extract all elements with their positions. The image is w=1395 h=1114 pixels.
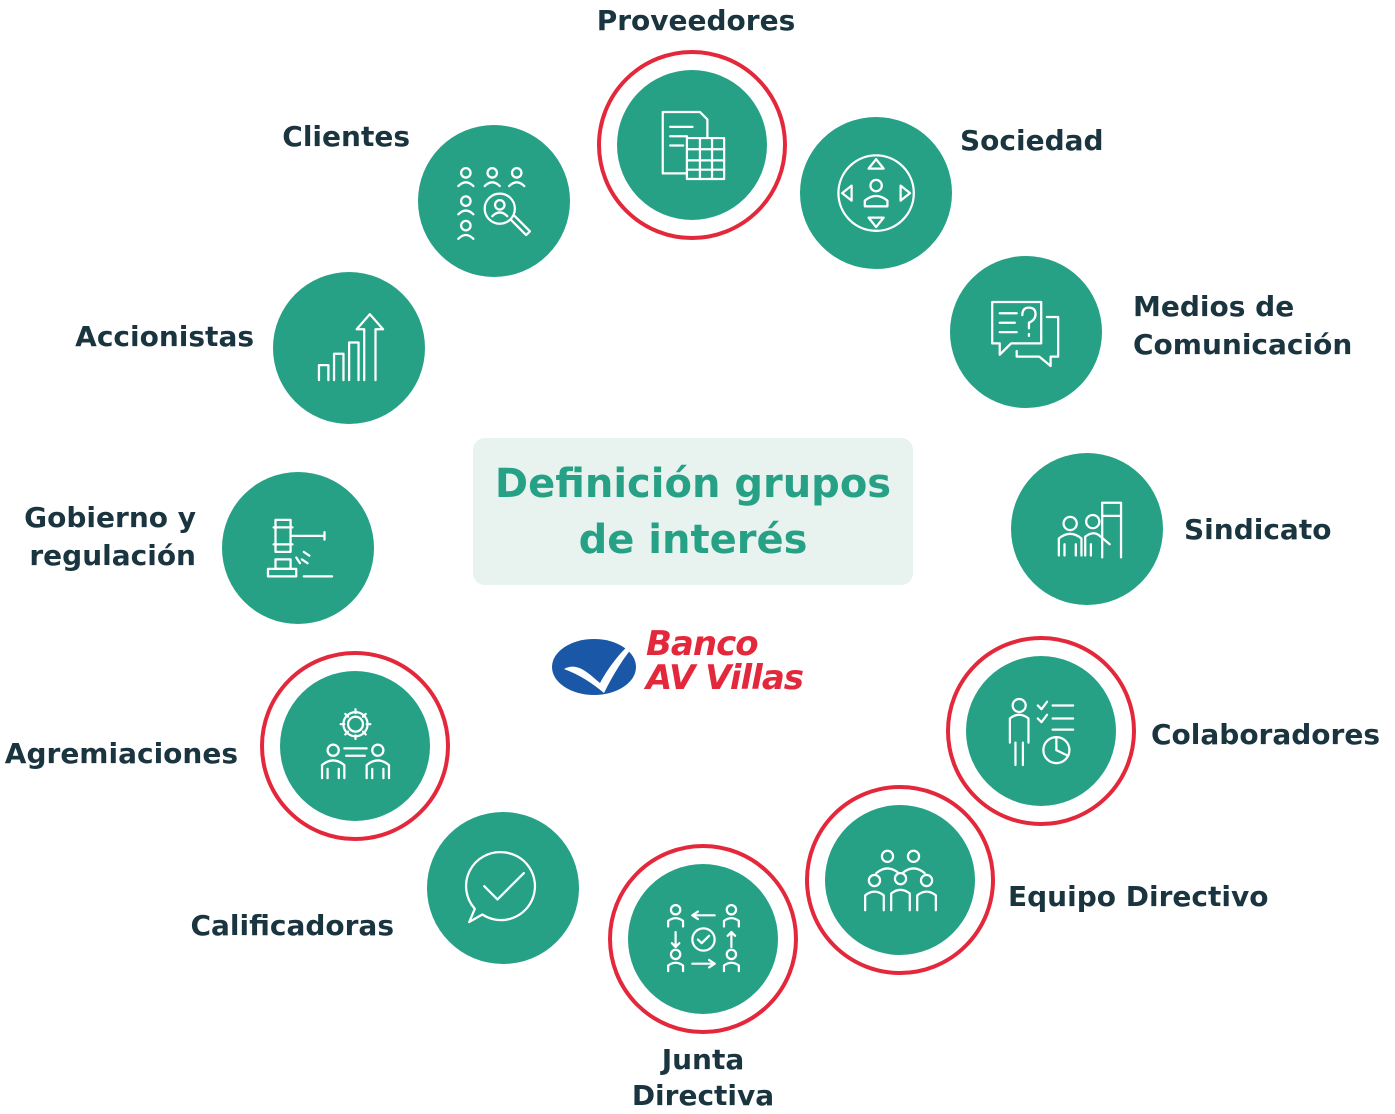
label-gobierno-line2: regulación [29, 539, 196, 572]
label-sindicato: Sindicato [1184, 513, 1332, 546]
logo-text-line1: Banco [646, 624, 759, 664]
person-arrows-icon [837, 154, 915, 232]
logo-text-line2: AV Villas [646, 658, 804, 698]
team-icon [863, 849, 937, 911]
label-accionistas: Accionistas [75, 320, 254, 353]
chat-question-icon [990, 300, 1060, 368]
diagram-title-box: Definición grupos de interés [473, 438, 913, 585]
growth-chart-icon [317, 312, 385, 382]
label-medios-line1: Medios de [1133, 290, 1295, 323]
label-clientes: Clientes [282, 120, 410, 153]
document-spreadsheet-icon [661, 110, 725, 180]
node-accionistas [273, 272, 425, 424]
people-cycle-check-icon [666, 903, 740, 972]
node-agremiaciones [280, 671, 430, 821]
node-junta-directiva [628, 864, 778, 1014]
gear-people-icon [320, 707, 390, 779]
label-agremiaciones: Agremiaciones [4, 737, 238, 770]
node-medios-de-comunicacion [950, 256, 1102, 408]
node-sociedad [800, 117, 952, 269]
node-calificadoras [427, 812, 579, 964]
label-gobierno-y-regulacion: Gobierno y regulación [0, 499, 196, 575]
node-proveedores [617, 70, 767, 220]
label-medios-line2: Comunicación [1133, 328, 1353, 361]
diagram-title-line1: Definición grupos [494, 460, 892, 507]
diagram-title-line2: de interés [578, 516, 808, 563]
label-medios-de-comunicacion: Medios de Comunicación [1133, 288, 1352, 364]
node-equipo-directivo [825, 805, 975, 955]
checklist-person-icon [1008, 697, 1074, 766]
banco-av-villas-logo: Banco AV Villas [550, 625, 820, 700]
label-junta-line2: Directiva [631, 1079, 775, 1112]
people-flag-icon [1057, 501, 1123, 559]
logo-swoosh-icon [552, 631, 648, 695]
label-colaboradores: Colaboradores [1151, 718, 1381, 751]
label-junta-line1: Junta [661, 1043, 745, 1076]
label-equipo-directivo: Equipo Directivo [1008, 880, 1269, 913]
label-junta-directiva: Junta Directiva [600, 1042, 806, 1114]
label-proveedores: Proveedores [596, 4, 796, 37]
node-colaboradores [966, 656, 1116, 806]
node-gobierno-y-regulacion [222, 472, 374, 624]
node-clientes [418, 125, 570, 277]
chat-check-icon [464, 850, 536, 924]
people-search-icon [457, 166, 531, 240]
node-sindicato [1011, 453, 1163, 605]
gavel-icon [266, 518, 334, 578]
label-sociedad: Sociedad [960, 124, 1104, 157]
label-calificadoras: Calificadoras [190, 909, 394, 942]
label-gobierno-line1: Gobierno y [24, 501, 196, 534]
